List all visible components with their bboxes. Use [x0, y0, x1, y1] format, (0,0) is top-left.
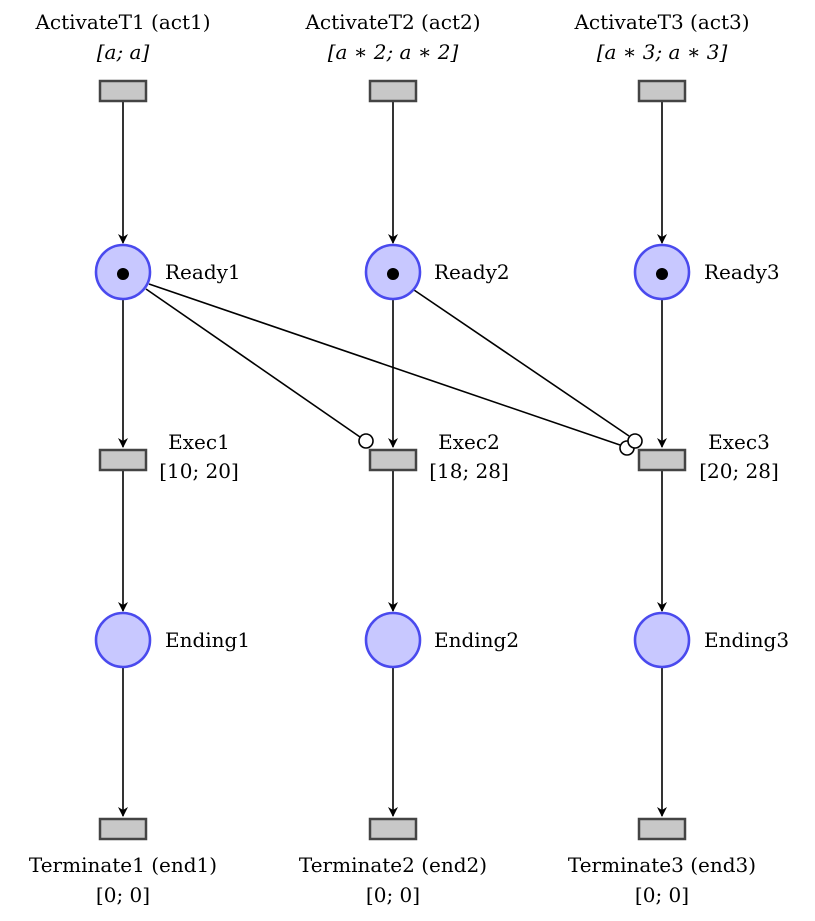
label-act3: ActivateT3 (act3) [574, 10, 750, 34]
interval-exec3: [20; 28] [699, 459, 779, 483]
interval-exec2: [18; 28] [429, 459, 509, 483]
label-ready2: Ready2 [434, 260, 510, 284]
label-act1: ActivateT1 (act1) [35, 10, 211, 34]
label-act2: ActivateT2 (act2) [305, 10, 481, 34]
label-exec3: Exec3 [708, 430, 770, 454]
transition-exec3[interactable] [637, 448, 687, 472]
interval-end1: [0; 0] [95, 883, 151, 907]
token-ready1 [117, 268, 129, 280]
inhibitor-arc-ready1-exec2 [145, 288, 361, 438]
interval-end3: [0; 0] [634, 883, 690, 907]
token-ready2 [387, 268, 399, 280]
label-end1: Terminate1 (end1) [28, 853, 218, 877]
label-ready3: Ready3 [704, 260, 780, 284]
place-ending2[interactable] [364, 611, 422, 669]
transition-exec1[interactable] [98, 448, 148, 472]
label-end2: Terminate2 (end2) [298, 853, 488, 877]
label-ready1: Ready1 [165, 260, 241, 284]
inhibitor-head-exec2 [358, 433, 374, 449]
interval-end2: [0; 0] [365, 883, 421, 907]
interval-act1: [a; a] [96, 40, 150, 64]
transition-exec2[interactable] [368, 448, 418, 472]
label-ending3: Ending3 [704, 628, 790, 652]
transition-act2[interactable] [368, 79, 418, 103]
inhibitor-arc-ready1-exec3 [148, 283, 621, 446]
inhibitor-arc-ready2-exec3 [413, 289, 630, 437]
interval-exec1: [10; 20] [159, 459, 239, 483]
label-exec2: Exec2 [438, 430, 500, 454]
token-ready3 [656, 268, 668, 280]
transition-act3[interactable] [637, 79, 687, 103]
label-exec1: Exec1 [168, 430, 230, 454]
label-end3: Terminate3 (end3) [567, 853, 757, 877]
transition-act1[interactable] [98, 79, 148, 103]
inhibitor-head-exec3-b [627, 433, 643, 449]
label-ending2: Ending2 [434, 628, 520, 652]
label-ending1: Ending1 [165, 628, 251, 652]
place-ending1[interactable] [94, 611, 152, 669]
transition-end3[interactable] [637, 817, 687, 841]
transition-end2[interactable] [368, 817, 418, 841]
interval-act3: [a ∗ 3; a ∗ 3] [596, 40, 728, 64]
place-ending3[interactable] [633, 611, 691, 669]
transition-end1[interactable] [98, 817, 148, 841]
interval-act2: [a ∗ 2; a ∗ 2] [327, 40, 459, 64]
